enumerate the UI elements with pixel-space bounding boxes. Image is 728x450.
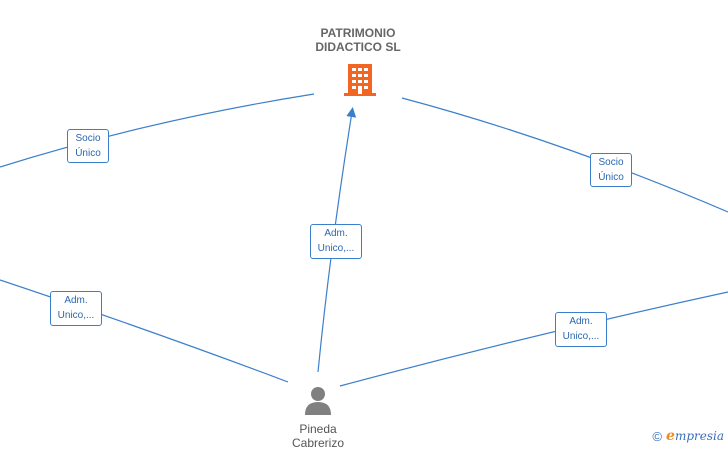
edge-label-line1: Socio bbox=[75, 133, 101, 144]
person-icon[interactable] bbox=[303, 386, 333, 416]
edge-label-adm-right[interactable]: Adm. Unico,... bbox=[555, 312, 607, 347]
copyright-icon: © bbox=[652, 428, 663, 444]
edge-right-lower bbox=[339, 291, 728, 387]
edge-label-line1: Socio bbox=[598, 157, 624, 168]
company-name-line2: DIDACTICO SL bbox=[315, 40, 401, 54]
edge-label-socio-right[interactable]: Socio Único bbox=[590, 153, 632, 187]
person-name-line2: Cabrerizo bbox=[291, 436, 345, 450]
edge-label-adm-center[interactable]: Adm. Unico,... bbox=[310, 224, 362, 259]
edge-label-line1: Adm. bbox=[569, 316, 593, 327]
edge-label-socio-left[interactable]: Socio Único bbox=[67, 129, 109, 163]
edge-label-adm-left[interactable]: Adm. Unico,... bbox=[50, 291, 102, 326]
edge-label-line2: Único bbox=[75, 148, 101, 159]
edge-label-line1: Adm. bbox=[324, 228, 348, 239]
edge-left-upper bbox=[0, 93, 315, 168]
edge-label-line2: Unico,... bbox=[57, 310, 95, 321]
company-name[interactable]: PATRIMONIO DIDACTICO SL bbox=[298, 26, 418, 54]
edge-label-line2: Unico,... bbox=[317, 243, 355, 254]
edge-label-line2: Único bbox=[598, 172, 624, 183]
company-name-line1: PATRIMONIO bbox=[320, 26, 396, 40]
edge-left-lower bbox=[0, 279, 289, 383]
footer-brand: © empresia bbox=[652, 428, 724, 444]
brand-logo: empresia bbox=[666, 428, 724, 444]
edge-label-line1: Adm. bbox=[64, 295, 88, 306]
edge-right-upper bbox=[401, 97, 728, 213]
person-name[interactable]: Pineda Cabrerizo bbox=[268, 422, 368, 450]
edge-label-line2: Unico,... bbox=[562, 331, 600, 342]
person-name-line1: Pineda bbox=[299, 422, 337, 436]
building-icon[interactable] bbox=[344, 62, 376, 98]
